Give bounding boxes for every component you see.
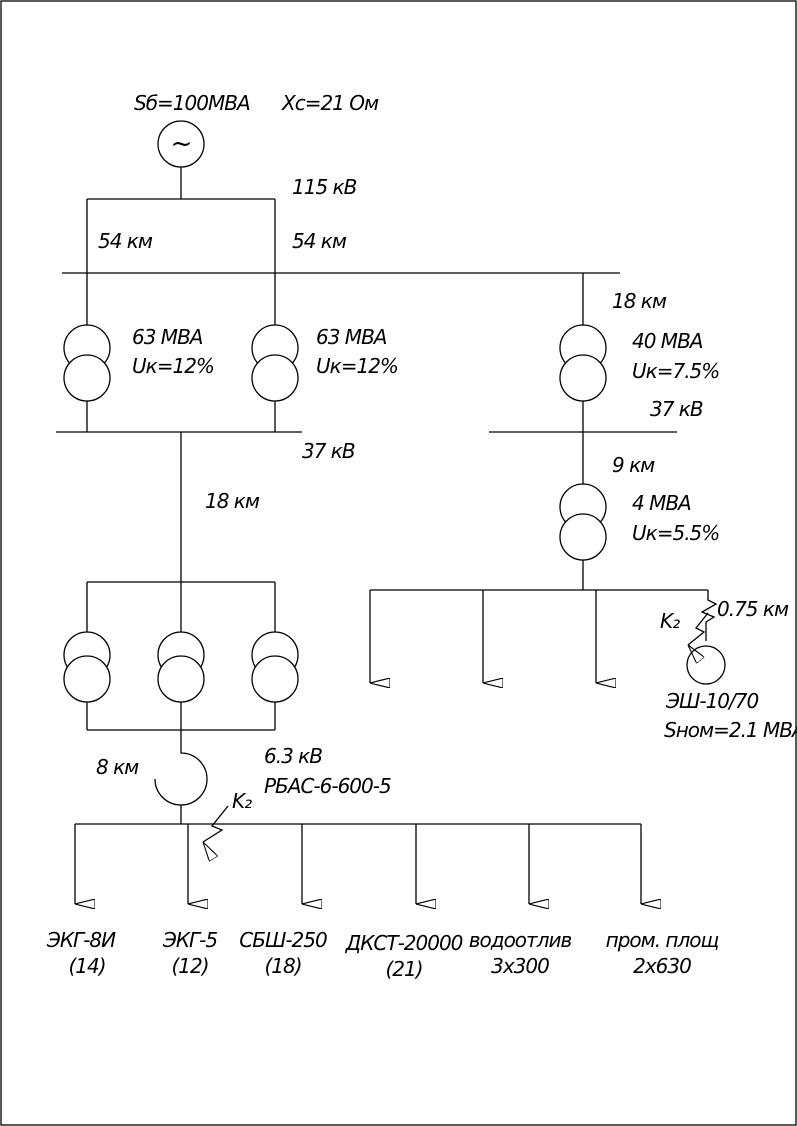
fault-k-main-label: K₂ [232, 789, 252, 813]
load-name-4: ДКСТ-20000 [345, 931, 463, 955]
reactor-cable-label: 8 км [96, 755, 139, 779]
t3-winding-lv [559, 354, 607, 402]
excavator-snom-label: Sном=2.1 МВА [664, 718, 797, 742]
t1-rating-label: 63 МВА [132, 325, 203, 349]
t2-rating-label: 63 МВА [316, 325, 387, 349]
excavator-name-label: ЭШ-10/70 [665, 689, 758, 713]
source-power-label: Sб=100МВА [134, 91, 250, 115]
mv-left-feeder-label: 18 км [205, 489, 260, 513]
load-count-4: (21) [385, 957, 422, 981]
mv-left-voltage-label: 37 кВ [302, 439, 355, 463]
fault-k-excavator-label: K₂ [660, 609, 680, 633]
t4-rating-label: 4 МВА [632, 491, 691, 515]
generator-tilde: ~ [171, 129, 192, 159]
reactor-symbol [154, 730, 208, 824]
lv-voltage-label: 6.3 кВ [264, 744, 322, 768]
hv-voltage-label: 115 кВ [292, 175, 357, 199]
fault-k-main-marker [203, 805, 229, 842]
load-name-1: ЭКГ-8И [46, 928, 116, 952]
load-count-5: 3х300 [491, 954, 549, 978]
load-name-3: СБШ-250 [239, 928, 327, 952]
t4-uk-label: Uк=5.5% [632, 521, 719, 545]
t7-winding-lv [251, 655, 299, 703]
t6-winding-lv [157, 655, 205, 703]
load-count-1: (14) [68, 954, 105, 978]
t1-winding-lv [63, 354, 111, 402]
excavator-cable [700, 590, 718, 641]
load-count-2: (12) [171, 954, 208, 978]
parallel-trafo-frame [86, 581, 276, 731]
reactor-type-label: РБАС-6-600-5 [264, 774, 391, 798]
t2-winding-lv [251, 354, 299, 402]
t3-uk-label: Uк=7.5% [632, 359, 719, 383]
hv-line-left-label: 54 км [98, 229, 153, 253]
mv-right-feeder-label: 9 км [612, 453, 655, 477]
t1-uk-label: Uк=12% [132, 354, 214, 378]
load-name-6: пром. площ [606, 928, 719, 952]
t4-winding-lv [559, 513, 607, 561]
load-count-6: 2х630 [633, 954, 691, 978]
load-name-5: водоотлив [469, 928, 572, 952]
load-count-3: (18) [264, 954, 301, 978]
excavator-motor [686, 645, 726, 685]
source-connection [86, 167, 276, 273]
fault-k-excavator-marker [688, 612, 709, 645]
t2-uk-label: Uк=12% [316, 354, 398, 378]
t5-winding-lv [63, 655, 111, 703]
right-line-label: 18 км [612, 289, 667, 313]
excavator-cable-label: 0.75 км [717, 597, 789, 621]
source-reactance-label: Xc=21 Ом [281, 91, 379, 115]
t3-rating-label: 40 МВА [632, 329, 703, 353]
right-lv-bus [370, 560, 708, 591]
hv-line-right-label: 54 км [292, 229, 347, 253]
mv-right-voltage-label: 37 кВ [650, 397, 703, 421]
load-name-2: ЭКГ-5 [162, 928, 218, 952]
